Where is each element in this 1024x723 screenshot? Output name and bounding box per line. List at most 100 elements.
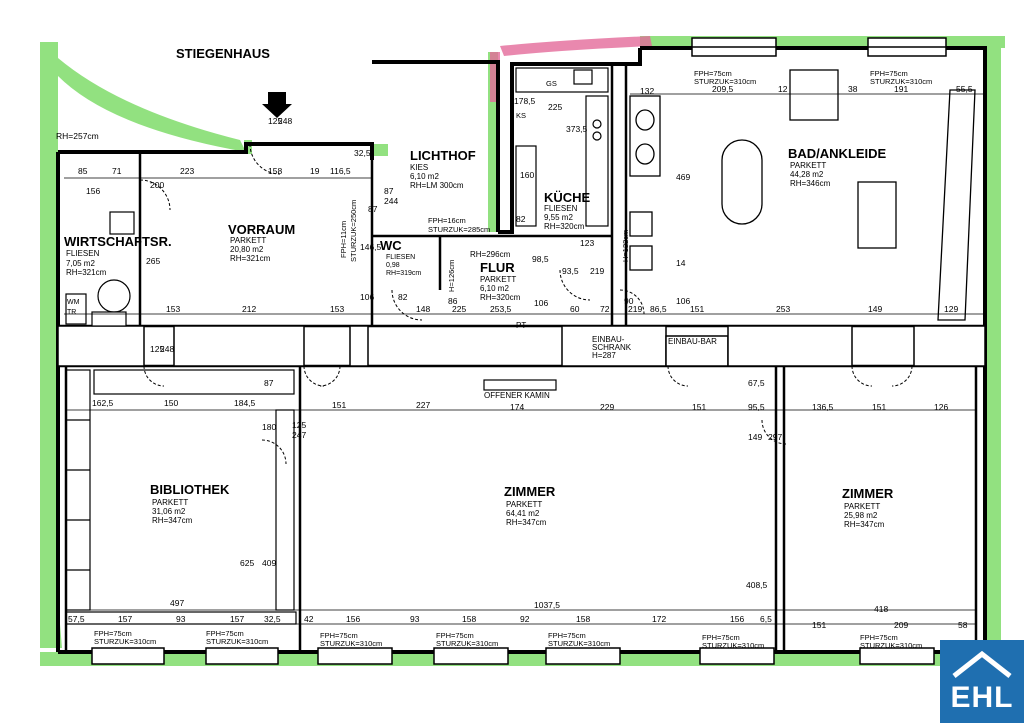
dim: 116,5 bbox=[330, 166, 351, 176]
flur-floor: PARKETT bbox=[480, 275, 516, 284]
doors bbox=[139, 143, 913, 465]
dim: 146,5 bbox=[360, 242, 382, 252]
bookshelves bbox=[65, 369, 297, 625]
window-labels: FPH=75cm STURZUK=310cm FPH=75cm STURZUK=… bbox=[94, 69, 932, 650]
kueche-rh: RH=320cm bbox=[544, 222, 585, 231]
bad-rh: RH=346cm bbox=[790, 179, 831, 188]
stiegenhaus-label: STIEGENHAUS bbox=[176, 46, 270, 61]
dims-mid: 153 212 153 106 148 225 253,5 106 60 72 … bbox=[166, 292, 958, 314]
dims-door: 125 248 200 265 82 86 90 bbox=[146, 180, 634, 354]
dim: 85 bbox=[78, 166, 88, 176]
w-fph-1: FPH=75cm bbox=[694, 69, 732, 78]
wirtschaft-rh: RH=321cm bbox=[66, 268, 107, 277]
pier-1 bbox=[57, 325, 145, 367]
dim: 172 bbox=[652, 614, 666, 624]
rh-296-label: RH=296cm bbox=[470, 250, 511, 259]
window-b4 bbox=[433, 647, 509, 665]
wirtschaft-name: WIRTSCHAFTSR. bbox=[64, 234, 172, 249]
dim: 151 bbox=[692, 402, 706, 412]
w-sturz-1: STURZUK=310cm bbox=[694, 77, 756, 86]
sturzuk-250-label: STURZUK=250cm bbox=[349, 200, 358, 262]
dim: 158 bbox=[576, 614, 590, 624]
corridor-piers bbox=[57, 325, 986, 367]
dim: 174 bbox=[510, 402, 524, 412]
dim: 150 bbox=[164, 398, 178, 408]
dim: 82 bbox=[516, 214, 526, 224]
dim: 247 bbox=[292, 430, 306, 440]
w-fph-b1: FPH=75cm bbox=[94, 629, 132, 638]
dims-lower-top: 162,5 150 184,5 87 151 227 174 229 151 6… bbox=[92, 378, 948, 412]
vorraum-floor: PARKETT bbox=[230, 236, 266, 245]
w-fph-b7: FPH=75cm bbox=[860, 633, 898, 642]
wirtschaft-floor: FLIESEN bbox=[66, 249, 100, 258]
dim: 86,5 bbox=[650, 304, 667, 314]
dim: 209,5 bbox=[712, 84, 734, 94]
bad-area: 44,28 m2 bbox=[790, 170, 824, 179]
einbaubar-name: EINBAU-BAR bbox=[668, 337, 717, 346]
dim: 93,5 bbox=[562, 266, 579, 276]
dim: 87 bbox=[264, 378, 274, 388]
dim: 153 bbox=[166, 304, 180, 314]
dim: 149 bbox=[868, 304, 882, 314]
dim: 87 bbox=[384, 186, 394, 196]
dim-total-zimmer1: 1037,5 bbox=[534, 600, 560, 610]
vorraum-name: VORRAUM bbox=[228, 222, 295, 237]
dim: 57,5 bbox=[68, 614, 85, 624]
dim: 156 bbox=[86, 186, 100, 196]
dim: 125 bbox=[292, 420, 306, 430]
lichthof-floor: KIES bbox=[410, 163, 428, 172]
lichthof-rh: RH=LM 300cm bbox=[410, 181, 464, 190]
dim: 71 bbox=[112, 166, 122, 176]
dim: 87 bbox=[368, 204, 378, 214]
fph11-label: FPH=11cm bbox=[339, 221, 348, 258]
window-b5 bbox=[545, 647, 621, 665]
highlight-lichthof-b bbox=[488, 52, 498, 232]
dim: 153 bbox=[330, 304, 344, 314]
dim: 125 bbox=[150, 344, 164, 354]
gs-label: GS bbox=[546, 79, 557, 88]
w-sturz-b2: STURZUK=310cm bbox=[206, 637, 268, 646]
dim: 132 bbox=[640, 86, 654, 96]
house-roof-icon bbox=[952, 650, 1012, 678]
highlight-right-facade bbox=[985, 36, 1001, 661]
vorraum-rh: RH=321cm bbox=[230, 254, 271, 263]
tr-label: TR bbox=[67, 309, 76, 316]
w-sturz-b1: STURZUK=310cm bbox=[94, 637, 156, 646]
windows-top bbox=[691, 37, 947, 57]
dim: 157 bbox=[118, 614, 132, 624]
dim: 6,5 bbox=[760, 614, 772, 624]
wc-floor: FLIESEN bbox=[386, 254, 415, 261]
dim: 373,5 bbox=[566, 124, 588, 134]
bench bbox=[857, 181, 897, 249]
dim: 151 bbox=[332, 400, 346, 410]
wall-lichthof bbox=[372, 60, 500, 232]
dim: 227 bbox=[416, 400, 430, 410]
pier-einbauschrank bbox=[561, 325, 667, 367]
dim: 136,5 bbox=[812, 402, 834, 412]
pier-3 bbox=[349, 325, 369, 367]
pier-4 bbox=[727, 325, 853, 367]
dims-bad: 209,5 12 38 191 55,5 469 14 bbox=[676, 84, 973, 268]
window-b3 bbox=[317, 647, 393, 665]
dim: 162,5 bbox=[92, 398, 114, 408]
einbauschrank-name1: EINBAU- bbox=[592, 335, 625, 344]
w-fph-b4: FPH=75cm bbox=[436, 631, 474, 640]
dim: 149 bbox=[748, 432, 762, 442]
fph16-label: FPH=16cm bbox=[428, 216, 466, 225]
dim: 42 bbox=[304, 614, 314, 624]
vanity bbox=[629, 95, 661, 177]
dim: 95,5 bbox=[748, 402, 765, 412]
bibliothek-area: 31,06 m2 bbox=[152, 507, 186, 516]
pier-5 bbox=[913, 325, 986, 367]
dimension-lines bbox=[64, 93, 985, 625]
dim: 58 bbox=[958, 620, 968, 630]
washing-machine-icon bbox=[97, 279, 131, 313]
dim: 469 bbox=[676, 172, 690, 182]
w-fph-b5: FPH=75cm bbox=[548, 631, 586, 640]
offener-kamin-label: OFFENER KAMIN bbox=[484, 391, 550, 400]
wall-stair bbox=[58, 142, 374, 160]
kitchen-fixtures bbox=[515, 67, 609, 227]
wc-name: WC bbox=[380, 238, 402, 253]
ks-label: KS bbox=[516, 111, 526, 120]
lichthof-name: LICHTHOF bbox=[410, 148, 476, 163]
